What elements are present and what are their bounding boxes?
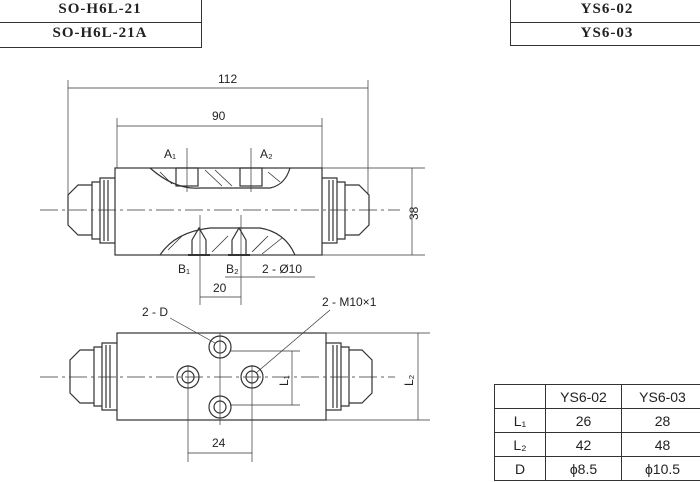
spec-table: YS6-02 YS6-03 L₁ 26 28 L₂ 42 48 D ϕ8.5 ϕ… — [494, 384, 700, 481]
table-header-cell: YS6-03 — [621, 384, 700, 409]
thread-label: 2 - M10×1 — [322, 295, 377, 309]
dim-l1: L₁ — [277, 375, 291, 386]
model-box-left: SO-H6L-21 SO-H6L-21A — [0, 0, 202, 48]
model-code: YS6-03 — [580, 25, 634, 41]
port-b1-label: B₁ — [178, 262, 190, 276]
bottom-view — [40, 309, 430, 462]
table-row: L₂ 42 48 — [494, 432, 700, 457]
row-label: L₁ — [494, 408, 546, 433]
model-code: YS6-02 — [580, 1, 634, 17]
table-cell: ϕ8.5 — [545, 456, 622, 481]
hole-note: 2 - Ø10 — [262, 262, 302, 276]
table-header-cell — [494, 384, 546, 409]
table-header-row: YS6-02 YS6-03 — [494, 384, 700, 409]
table-header-cell: YS6-02 — [545, 384, 622, 409]
side-view — [40, 80, 425, 305]
table-cell: 48 — [621, 432, 700, 457]
table-row: D ϕ8.5 ϕ10.5 — [494, 456, 700, 481]
dim-port-spacing: 20 — [213, 281, 227, 295]
row-label: L₂ — [494, 432, 546, 457]
mount-hole-label: 2 - D — [142, 305, 168, 319]
model-box-right: YS6-02 YS6-03 — [510, 0, 700, 46]
port-a2-label: A₂ — [260, 147, 273, 161]
table-cell: ϕ10.5 — [621, 456, 700, 481]
table-cell: 28 — [621, 408, 700, 433]
dim-body-length: 90 — [212, 109, 226, 123]
model-code: SO-H6L-21 — [58, 1, 142, 17]
port-b2-label: B₂ — [226, 262, 239, 276]
model-code: SO-H6L-21A — [52, 25, 148, 41]
dim-bottom-spacing: 24 — [212, 436, 226, 450]
dim-overall-length: 112 — [218, 72, 237, 86]
dim-l2: L₂ — [402, 374, 416, 386]
table-cell: 42 — [545, 432, 622, 457]
table-cell: 26 — [545, 408, 622, 433]
port-a1-label: A₁ — [164, 147, 176, 161]
dim-height: 38 — [407, 206, 421, 220]
row-label: D — [494, 456, 546, 481]
table-row: L₁ 26 28 — [494, 408, 700, 433]
